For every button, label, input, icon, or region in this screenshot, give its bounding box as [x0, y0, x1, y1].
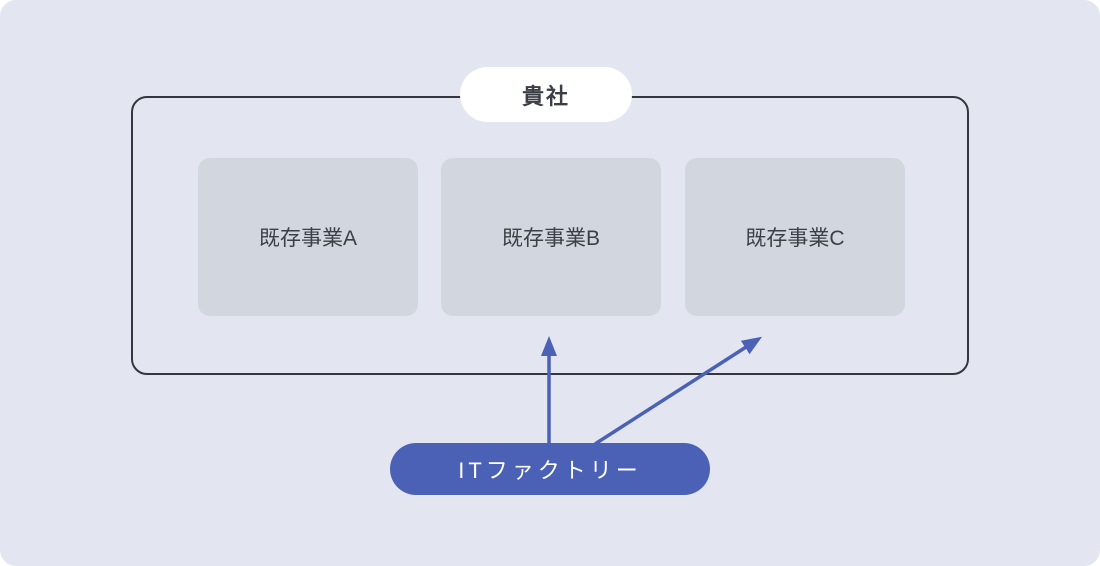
existing-business-b-box: 既存事業B	[441, 158, 661, 316]
existing-business-a-box: 既存事業A	[198, 158, 418, 316]
it-factory-pill: ITファクトリー	[390, 443, 710, 495]
existing-business-c-box: 既存事業C	[685, 158, 905, 316]
company-group-label: 貴社	[460, 67, 632, 122]
